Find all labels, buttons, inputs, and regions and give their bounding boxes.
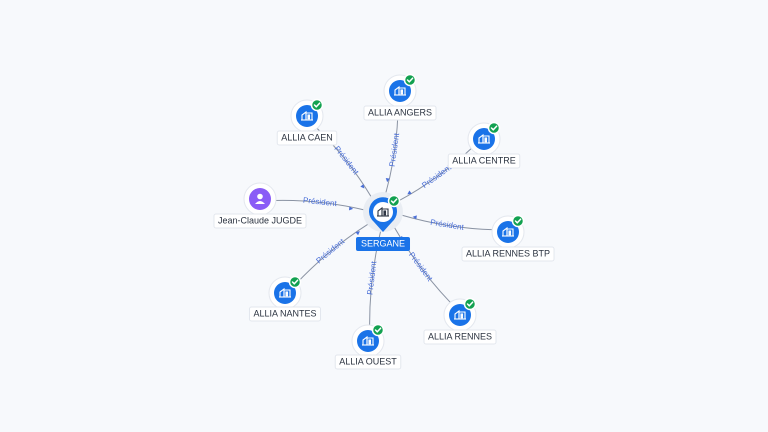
verified-check-icon (463, 297, 477, 311)
edge-arrow-icon (385, 178, 390, 183)
verified-check-icon (310, 98, 324, 112)
node-circle (497, 221, 519, 243)
edge-arrow-icon (355, 231, 360, 236)
node-circle (357, 330, 379, 352)
person-icon (255, 193, 265, 204)
node-label: ALLIA NANTES (248, 306, 322, 322)
node-allia-ouest[interactable]: ALLIA OUEST (334, 323, 402, 370)
node-label: ALLIA RENNES (423, 329, 497, 345)
edge-allia-rennes-btp: Président (400, 214, 495, 232)
node-circle (473, 128, 495, 150)
node-circle (274, 282, 296, 304)
edge-jean-claude-jugde: Président (273, 196, 366, 211)
building-icon (478, 133, 490, 144)
center-label-text: SERGANE (361, 238, 405, 248)
edge-arrow-icon (360, 184, 365, 189)
node-label: ALLIA CAEN (276, 130, 338, 146)
node-label-text: ALLIA CAEN (281, 132, 333, 142)
node-circle (449, 304, 471, 326)
node-label: ALLIA RENNES BTP (461, 246, 555, 262)
node-label: ALLIA OUEST (334, 354, 402, 370)
center-label: SERGANE (355, 237, 411, 251)
edge-arrow-icon (412, 215, 417, 220)
building-icon (502, 226, 514, 237)
verified-check-icon (511, 214, 525, 228)
node-allia-angers[interactable]: ALLIA ANGERS (363, 73, 437, 121)
center-node[interactable]: SERGANE (355, 192, 411, 251)
node-label-text: ALLIA RENNES BTP (466, 248, 550, 258)
node-circle (389, 80, 411, 102)
verified-check-icon (403, 73, 417, 87)
edge-label: Président (365, 260, 378, 295)
verified-check-icon (487, 121, 501, 135)
node-allia-nantes[interactable]: ALLIA NANTES (248, 275, 322, 322)
node-allia-caen[interactable]: ALLIA CAEN (276, 98, 338, 146)
node-label-text: ALLIA OUEST (339, 356, 397, 366)
building-icon (394, 85, 406, 96)
node-label: ALLIA ANGERS (363, 105, 437, 121)
building-icon (362, 335, 374, 346)
edge-label: Président (332, 144, 361, 177)
edge-allia-nantes: Président (295, 223, 370, 285)
edge-arrow-icon (407, 190, 412, 195)
node-label-text: ALLIA NANTES (253, 308, 316, 318)
node-jean-claude-jugde[interactable]: Jean-Claude JUGDE (213, 182, 307, 229)
verified-check-icon (288, 275, 302, 289)
edge-label: Président (407, 250, 435, 283)
node-label: ALLIA CENTRE (447, 153, 521, 169)
edge-label: Président (388, 132, 402, 167)
edge-line (393, 226, 452, 305)
edge-label: Président (430, 218, 466, 232)
center-inner (373, 202, 393, 222)
node-label: Jean-Claude JUGDE (213, 213, 307, 229)
edge-label: Président (303, 196, 338, 209)
edge-label: Président (314, 236, 346, 265)
building-icon (454, 309, 466, 320)
node-label-text: ALLIA CENTRE (452, 155, 516, 165)
building-icon (377, 206, 389, 217)
edge-line (400, 214, 495, 231)
verified-check-icon (387, 194, 401, 208)
node-allia-centre[interactable]: ALLIA CENTRE (447, 121, 521, 169)
node-label-text: ALLIA ANGERS (368, 107, 432, 117)
edge-line (273, 199, 366, 211)
node-allia-rennes[interactable]: ALLIA RENNES (423, 297, 497, 345)
edge-arrow-icon (348, 206, 354, 211)
node-allia-rennes-btp[interactable]: ALLIA RENNES BTP (461, 214, 555, 262)
edge-line (295, 223, 370, 285)
building-icon (301, 110, 313, 121)
node-circle (296, 105, 318, 127)
node-label-text: ALLIA RENNES (428, 331, 492, 341)
building-icon (279, 287, 291, 298)
nodes-layer: ALLIA ANGERS ALLIA CAEN ALLIA CENTRE Jean-C… (213, 73, 555, 370)
verified-check-icon (371, 323, 385, 337)
node-label-text: Jean-Claude JUGDE (218, 215, 302, 225)
